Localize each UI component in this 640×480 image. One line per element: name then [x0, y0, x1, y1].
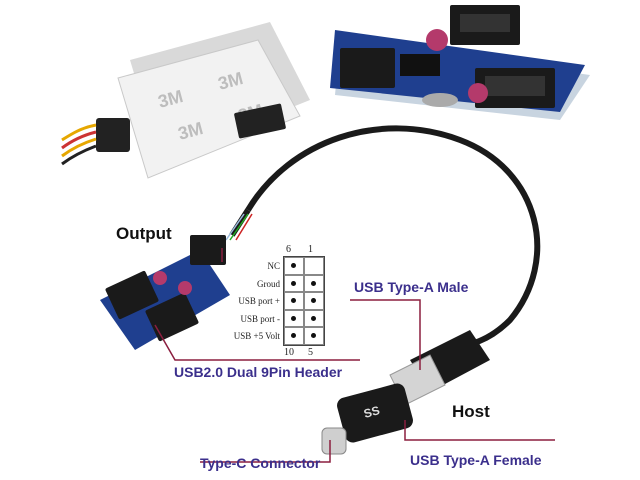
- pin-dot: [291, 280, 296, 286]
- type-c-adapter-image: SS: [321, 383, 413, 455]
- pin-number-5: 5: [308, 347, 313, 358]
- pin-dot: [291, 315, 296, 321]
- adapter-logo: SS: [362, 403, 381, 421]
- adhesive-pad-image: 3M 3M 3M 3M: [61, 22, 310, 179]
- pin-number-10: 10: [284, 347, 294, 358]
- pcb-closeup-image: [330, 5, 590, 120]
- output-label: Output: [116, 224, 172, 243]
- pin-label-nc: NC: [267, 261, 280, 271]
- pin-dot: [311, 333, 316, 339]
- pin-label-usb-minus: USB port -: [240, 314, 280, 324]
- pin-label-ground: Groud: [257, 279, 280, 289]
- pin-number-6: 6: [286, 244, 291, 255]
- host-label: Host: [452, 402, 490, 421]
- usb-cable-image: [225, 125, 541, 353]
- pin-number-1: 1: [308, 244, 313, 255]
- pin-dot: [311, 298, 316, 304]
- pin-label-usb-plus: USB port +: [238, 296, 280, 306]
- usb-a-female-label: USB Type-A Female: [410, 452, 542, 468]
- pin-dot: [291, 333, 296, 339]
- pin-dot: [291, 263, 296, 268]
- pin-dot: [291, 298, 296, 304]
- pin-dot: [311, 280, 316, 286]
- header-label: USB2.0 Dual 9Pin Header: [174, 364, 343, 380]
- pin-dot: [311, 315, 316, 321]
- type-c-label: Type-C Connector: [200, 455, 321, 471]
- callout-lines: [154, 248, 555, 463]
- usb-a-male-label: USB Type-A Male: [354, 279, 469, 295]
- output-pcb-image: [100, 235, 230, 350]
- pinout-grid: [283, 256, 325, 346]
- pin-label-5v: USB +5 Volt: [233, 331, 280, 341]
